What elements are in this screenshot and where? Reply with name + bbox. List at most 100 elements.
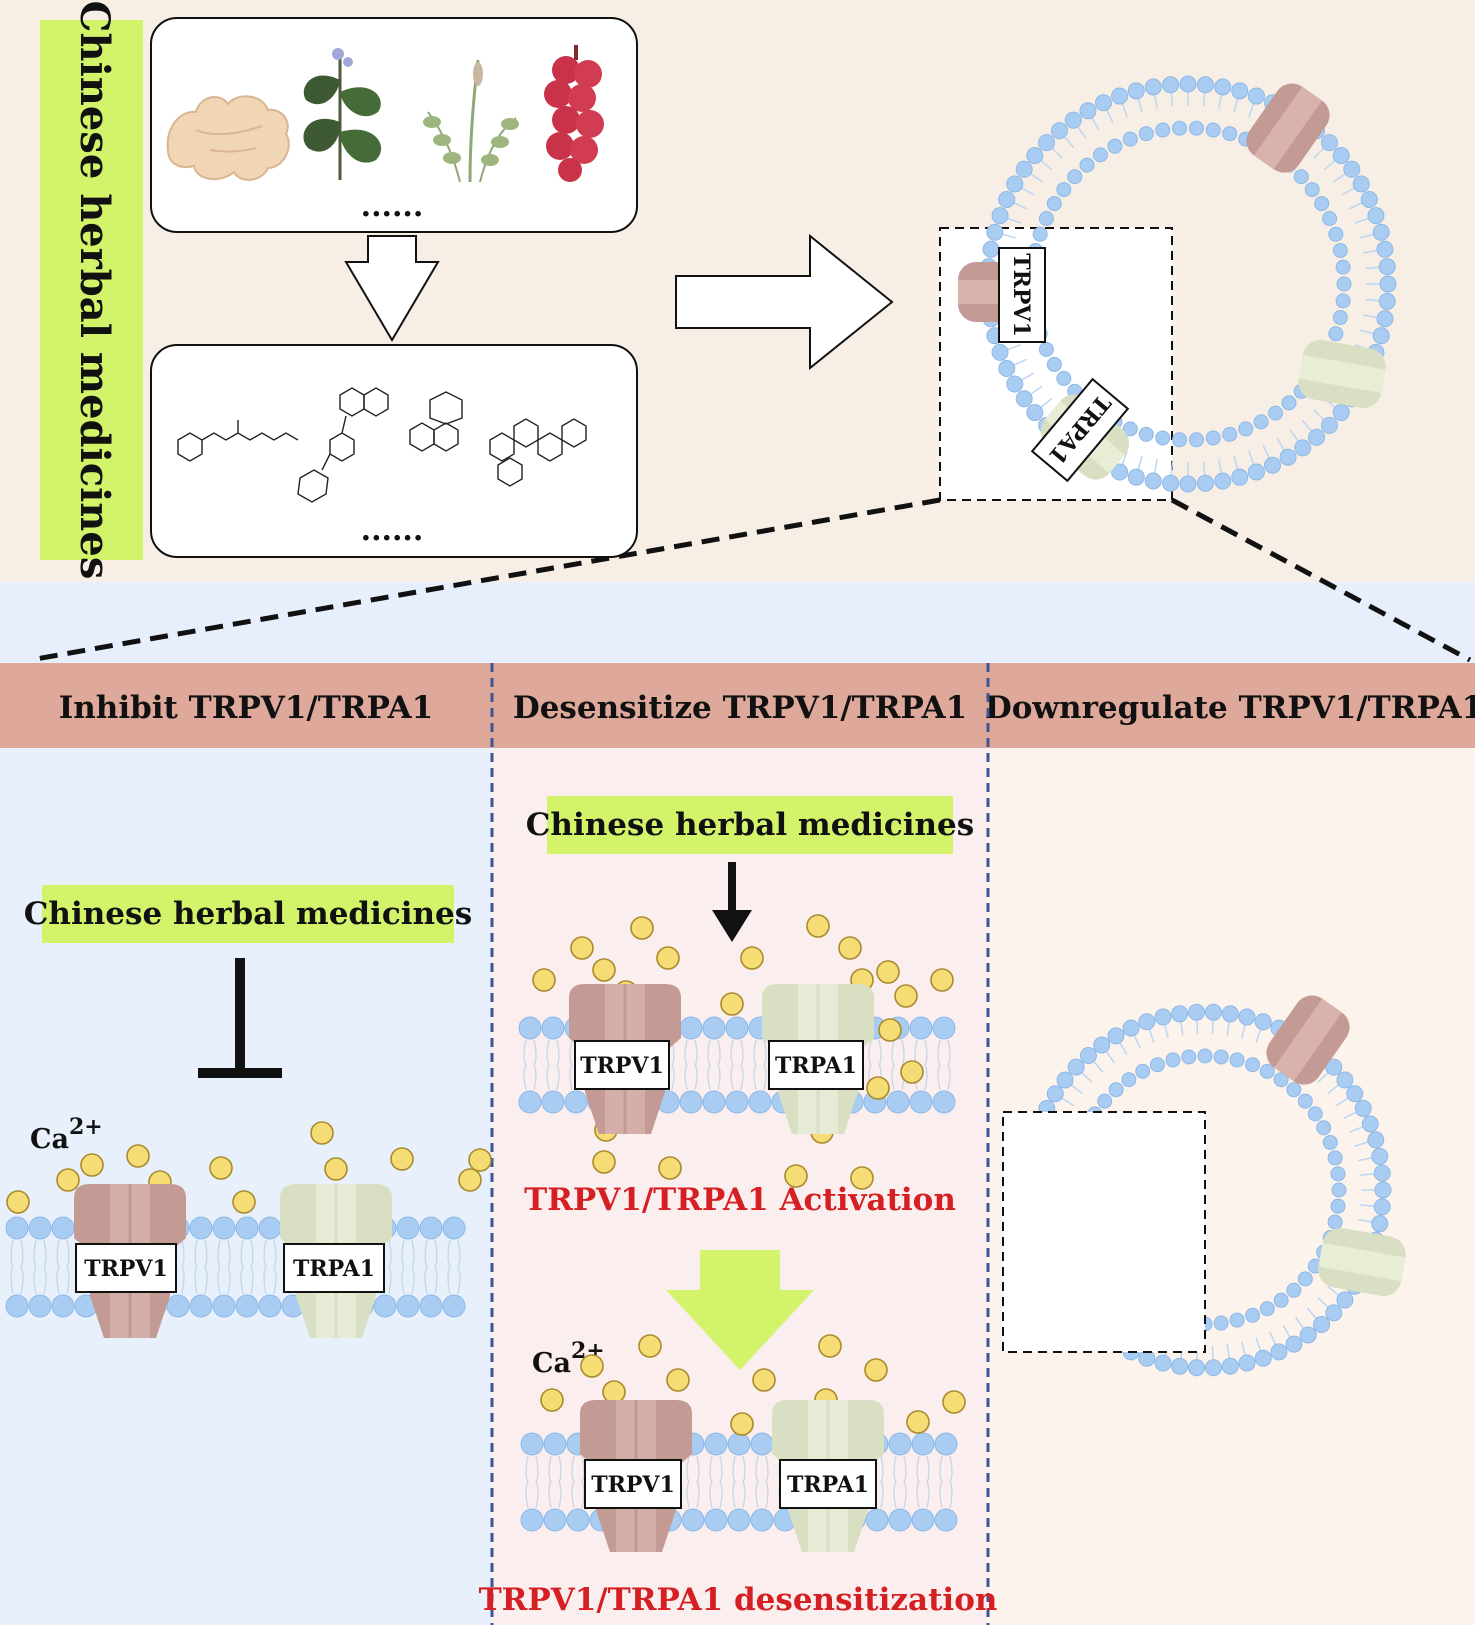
lipid-tail	[1255, 1029, 1262, 1043]
lipid-head	[1330, 1166, 1346, 1182]
lipid-tail	[263, 1239, 267, 1268]
lipid-tail	[1081, 1072, 1093, 1083]
lipid-tail	[558, 1455, 562, 1483]
lipid-tail	[880, 1481, 884, 1509]
small-leaf-herb-icon	[423, 59, 519, 183]
lipid-head	[1336, 1291, 1354, 1309]
lipid-tail	[765, 1455, 769, 1483]
lipid-head	[865, 1508, 889, 1532]
lipid-head	[1325, 1058, 1343, 1076]
lipid-head	[28, 1216, 52, 1240]
lipid-head	[212, 1216, 236, 1240]
inhibit-calcium-label: Ca2+	[30, 1114, 103, 1155]
vertical-title: Chinese herbal medicines	[71, 1, 118, 580]
lipid-tail	[891, 1039, 895, 1066]
calcium-ion	[930, 968, 954, 992]
lipid-head	[1154, 1354, 1172, 1372]
lipid-tail	[901, 1039, 905, 1066]
lipid-head	[1026, 146, 1044, 164]
lipid-tail	[548, 1455, 552, 1483]
lipid-tail	[1313, 147, 1325, 159]
lipid-head	[541, 1090, 565, 1114]
lipid-head	[1026, 404, 1044, 422]
channel-label-box	[779, 1459, 877, 1509]
vesicle-trpv1-label: TRPV1	[998, 247, 1046, 343]
lipid-tail	[730, 1039, 734, 1066]
lipid-tail	[1349, 1126, 1364, 1133]
lipid-head	[1374, 1181, 1392, 1199]
lipid-tail	[424, 1266, 428, 1295]
lipid-tail	[1360, 1204, 1375, 1207]
inhibit-agent-label: Chinese herbal medicines	[24, 896, 473, 932]
lipid-head	[1279, 448, 1297, 466]
lipid-head	[1138, 126, 1154, 142]
lipid-head	[1320, 134, 1338, 152]
lipid-tail	[33, 1239, 37, 1268]
lipid-head	[1360, 190, 1378, 208]
lipid-tail	[1233, 98, 1239, 113]
lipid-head	[1245, 1057, 1261, 1073]
calcium-ion	[6, 1190, 30, 1214]
lipid-head	[1046, 196, 1062, 212]
lipid-head	[1111, 463, 1129, 481]
lipid-tail	[939, 1481, 943, 1509]
lipid-head	[679, 1090, 703, 1114]
lipid-head	[1188, 1003, 1206, 1021]
lipid-tail	[1007, 217, 1021, 224]
lipid-head	[1372, 327, 1390, 345]
lipid-head	[1332, 310, 1348, 326]
lipid-tail	[1030, 385, 1043, 395]
lipid-tail	[434, 1239, 438, 1268]
vesicle-trpa1-channel-right	[1298, 340, 1386, 408]
lipid-head	[1253, 414, 1269, 430]
lipid-head	[1322, 1134, 1338, 1150]
lipid-tail	[732, 1481, 736, 1509]
lipid-tail	[1301, 419, 1312, 432]
lipid-tail	[523, 1039, 527, 1066]
calcium-ion	[720, 992, 744, 1016]
lipid-head	[396, 1294, 420, 1318]
channel-label-box	[283, 1243, 385, 1293]
lipid-tail	[1359, 329, 1374, 335]
lipid-tail	[1061, 1097, 1075, 1107]
lipid-tail	[1317, 1297, 1329, 1308]
lipid-tail	[1170, 92, 1174, 107]
lipid-head	[1229, 1052, 1245, 1068]
inhibit-agent-label-box	[42, 885, 454, 943]
lipid-head	[518, 1016, 542, 1040]
lipid-head	[1056, 1071, 1074, 1089]
lipid-head	[1379, 275, 1397, 293]
lipid-head	[1297, 1271, 1313, 1287]
lipid-tail	[424, 1239, 428, 1268]
lipid-head	[5, 1216, 29, 1240]
lipid-head	[1162, 76, 1180, 94]
lipid-head	[1245, 1307, 1261, 1323]
lipid-tail	[893, 1455, 897, 1483]
calcium-ion	[390, 1147, 414, 1171]
lipid-tail	[1226, 1344, 1230, 1359]
lipid-head	[396, 1216, 420, 1240]
lipid-head	[1056, 370, 1072, 386]
lipid-head	[1367, 1131, 1385, 1149]
lipid-tail	[694, 1064, 698, 1091]
calcium-ion	[838, 936, 862, 960]
lipid-tail	[1040, 160, 1053, 171]
lipid-head	[1172, 432, 1188, 448]
lipid-head	[1259, 1063, 1275, 1079]
channel-label-text: TRPV1	[580, 1053, 664, 1079]
lipid-head	[1273, 1292, 1289, 1308]
herbs-to-compounds-arrow	[344, 235, 440, 342]
lipid-head	[1273, 1072, 1289, 1088]
lipid-tail	[434, 1266, 438, 1295]
leafy-herb-icon	[303, 48, 382, 180]
lipid-head	[1371, 1215, 1389, 1233]
lipid-tail	[1133, 1035, 1141, 1049]
lipid-tail	[1030, 173, 1043, 183]
lipid-head	[727, 1432, 751, 1456]
calcium-ion	[570, 936, 594, 960]
lipid-head	[1064, 111, 1082, 129]
lipid-tail	[250, 1239, 254, 1268]
lipid-tail	[684, 1039, 688, 1066]
lipid-head	[932, 1016, 956, 1040]
lipid-head	[1046, 356, 1062, 372]
